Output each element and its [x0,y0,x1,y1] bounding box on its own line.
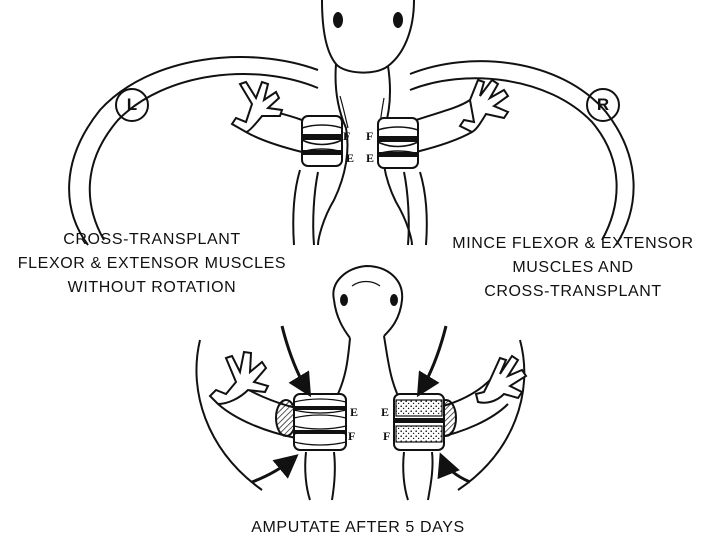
arrow-right-up [442,458,470,482]
top-left-graft [302,116,342,166]
right-side-badge: R [586,88,620,122]
top-left-extensor-mark: E [346,152,354,164]
top-head [322,0,414,73]
bottom-right-flexor-mark: F [383,430,390,442]
bottom-right-extensor-mark: E [381,406,389,418]
bottom-left-flexor-mark: F [348,430,355,442]
arrow-left-down [282,326,308,392]
top-right-hand [460,80,508,132]
left-caption: CROSS-TRANSPLANT FLEXOR & EXTENSOR MUSCL… [4,228,300,300]
bottom-left-extensor-mark: E [350,406,358,418]
left-caption-line-2: FLEXOR & EXTENSOR MUSCLES [4,252,300,276]
bottom-right-eye [390,294,398,306]
top-left-flexor-mark: F [343,130,350,142]
left-caption-line-3: WITHOUT ROTATION [4,276,300,300]
top-left-curve [69,57,318,245]
right-caption-line-2: MUSCLES AND [432,256,714,280]
top-right-flexor-mark: F [366,130,373,142]
arrow-left-up [252,458,294,482]
bottom-caption: AMPUTATE AFTER 5 DAYS [218,516,498,540]
top-left-hand [232,82,282,132]
top-left-eye [333,12,343,28]
top-specimen [69,0,633,245]
bottom-right-hand [476,356,526,403]
bottom-left-graft [294,394,346,450]
bottom-left-eye [340,294,348,306]
arrow-right-down [420,326,446,392]
right-caption: MINCE FLEXOR & EXTENSOR MUSCLES AND CROS… [432,232,714,304]
top-right-graft [378,118,418,168]
top-right-eye [393,12,403,28]
left-caption-line-1: CROSS-TRANSPLANT [4,228,300,252]
right-caption-line-1: MINCE FLEXOR & EXTENSOR [432,232,714,256]
left-side-badge: L [115,88,149,122]
bottom-right-graft [394,394,444,450]
right-caption-line-3: CROSS-TRANSPLANT [432,280,714,304]
top-right-extensor-mark: E [366,152,374,164]
